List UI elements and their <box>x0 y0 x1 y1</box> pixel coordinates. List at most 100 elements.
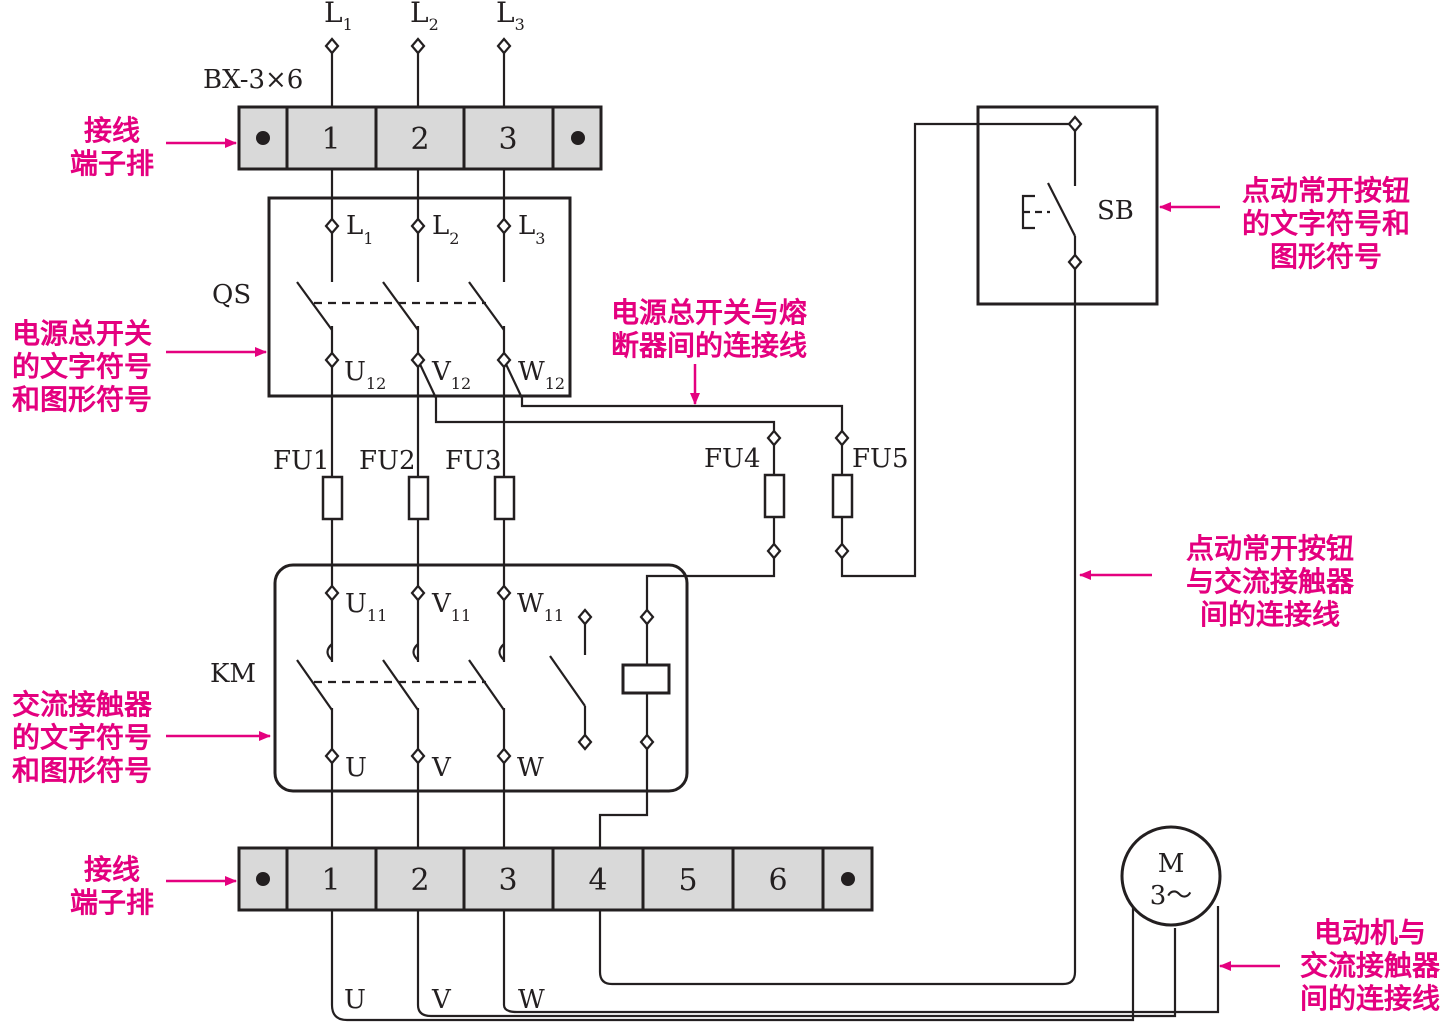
fuse-fu3 <box>493 475 516 521</box>
terminal-screw-icon <box>256 872 270 886</box>
fuse-fu5 <box>831 473 854 519</box>
qs-in-l2-label: L2 <box>432 211 459 248</box>
connection-point <box>324 584 340 602</box>
motor-symbol <box>1120 825 1222 927</box>
input-l3-label: L3 <box>496 0 525 34</box>
bottom-terminal-cell: 5 <box>678 863 697 898</box>
cable-spec-label: BX-3×6 <box>203 65 303 95</box>
terminal-screw-icon <box>841 872 855 886</box>
wires <box>330 46 1220 1022</box>
bottom-terminal-cell: 6 <box>768 863 787 898</box>
connection-point <box>324 747 340 765</box>
connection-point <box>410 584 426 602</box>
fuse-fu2 <box>407 475 430 521</box>
svg-text:电源总开关: 电源总开关 <box>12 317 152 350</box>
qs-out-w12-label: W12 <box>518 357 565 393</box>
motor-label-m: M <box>1158 849 1185 879</box>
connection-point <box>410 351 426 369</box>
top-terminal-cell: 3 <box>498 122 517 157</box>
fuse-fu1-label: FU1 <box>273 446 330 476</box>
svg-text:和图形符号: 和图形符号 <box>12 754 152 787</box>
bottom-terminal-block <box>237 846 874 912</box>
connection-points <box>324 37 1083 765</box>
annotation-motor-line: 电动机与 交流接触器 间的连接线 <box>1300 916 1441 1015</box>
connection-point <box>324 351 340 369</box>
svg-text:和图形符号: 和图形符号 <box>12 383 152 416</box>
svg-text:断器间的连接线: 断器间的连接线 <box>611 329 807 362</box>
connection-point <box>496 584 512 602</box>
km-out-v-label: V <box>431 753 452 783</box>
svg-text:接线: 接线 <box>84 114 140 147</box>
svg-text:接线: 接线 <box>84 853 140 886</box>
qs-in-l3-label: L3 <box>518 211 545 248</box>
fuse-fu2-label: FU2 <box>359 446 416 476</box>
svg-text:间的连接线: 间的连接线 <box>1300 982 1440 1015</box>
svg-text:的文字符号: 的文字符号 <box>12 350 152 383</box>
svg-text:的文字符号和: 的文字符号和 <box>1242 207 1410 240</box>
km-out-w-label: W <box>517 753 544 783</box>
bottom-terminal-cell: 4 <box>588 863 607 898</box>
connection-point <box>410 37 426 55</box>
motor-wire-u-label: U <box>344 985 366 1015</box>
qs-out-u12-label: U12 <box>344 357 386 393</box>
km-out-u-label: U <box>345 753 367 783</box>
connection-point <box>324 37 340 55</box>
svg-text:交流接触器: 交流接触器 <box>12 688 153 721</box>
switch-blades <box>296 281 586 711</box>
qs-box <box>267 196 572 398</box>
connection-point <box>496 37 512 55</box>
km-label: KM <box>210 659 256 689</box>
bottom-terminal-cell: 3 <box>498 863 517 898</box>
annotation-km: 交流接触器 的文字符号 和图形符号 <box>12 688 153 787</box>
top-terminal-cell: 1 <box>321 122 340 157</box>
connection-point <box>1067 253 1083 271</box>
svg-text:电源总开关与熔: 电源总开关与熔 <box>611 296 807 329</box>
connection-point <box>766 542 782 560</box>
motor-label-3phase: 3～ <box>1150 881 1193 911</box>
annotation-bottom-terminal: 接线 端子排 <box>70 853 154 919</box>
svg-text:电动机与: 电动机与 <box>1314 916 1426 949</box>
connection-point <box>496 217 512 235</box>
km-in-u11-label: U11 <box>345 589 387 625</box>
input-l1-label: L1 <box>324 0 353 34</box>
qs-in-l1-label: L1 <box>346 211 373 248</box>
km-box <box>273 563 689 793</box>
svg-text:点动常开按钮: 点动常开按钮 <box>1242 174 1410 207</box>
bottom-terminal-cell: 2 <box>410 863 429 898</box>
annotation-top-terminal: 接线 端子排 <box>70 114 154 180</box>
svg-text:的文字符号: 的文字符号 <box>12 721 152 754</box>
km-coil <box>621 663 671 695</box>
terminal-screw-icon <box>256 131 270 145</box>
fuse-fu4-label: FU4 <box>704 444 761 474</box>
svg-text:点动常开按钮: 点动常开按钮 <box>1186 532 1354 565</box>
connection-point <box>766 429 782 447</box>
top-terminal-block <box>237 105 603 171</box>
annotation-qs: 电源总开关 的文字符号 和图形符号 <box>12 317 152 416</box>
sb-label: SB <box>1097 196 1134 226</box>
svg-text:端子排: 端子排 <box>70 147 154 180</box>
bottom-terminal-cell: 1 <box>321 863 340 898</box>
fuse-fu5-label: FU5 <box>852 444 909 474</box>
sb-box <box>976 105 1159 306</box>
svg-text:端子排: 端子排 <box>70 886 154 919</box>
km-in-w11-label: W11 <box>517 589 564 625</box>
connection-point <box>834 429 850 447</box>
svg-text:间的连接线: 间的连接线 <box>1200 598 1340 631</box>
terminal-screw-icon <box>571 131 585 145</box>
connection-point <box>639 608 655 626</box>
fuse-fu4 <box>763 473 786 519</box>
qs-label: QS <box>212 280 251 310</box>
connection-point <box>1067 115 1083 133</box>
connection-point <box>577 733 593 751</box>
top-terminal-cell: 2 <box>410 122 429 157</box>
annotation-arrows <box>166 138 1280 971</box>
fuse-fu3-label: FU3 <box>445 446 502 476</box>
km-in-v11-label: V11 <box>431 589 471 625</box>
qs-out-v12-label: V12 <box>431 357 471 393</box>
annotation-sb-km-line: 点动常开按钮 与交流接触器 间的连接线 <box>1186 532 1355 631</box>
svg-text:交流接触器: 交流接触器 <box>1300 949 1441 982</box>
motor-wire-v-label: V <box>431 985 452 1015</box>
connection-point <box>834 542 850 560</box>
input-l2-label: L2 <box>410 0 439 34</box>
